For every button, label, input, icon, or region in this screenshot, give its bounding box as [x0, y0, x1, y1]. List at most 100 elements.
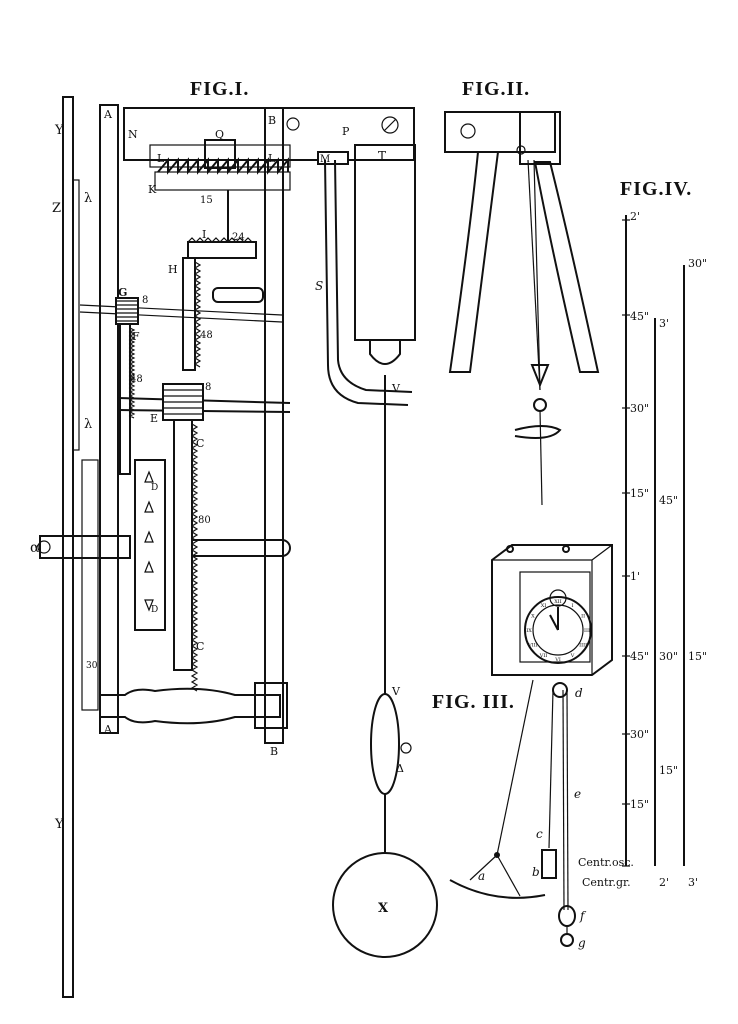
- scale3-15: 15": [688, 650, 707, 663]
- pallet-q: [204, 139, 236, 169]
- label-a-bottom: A: [103, 723, 113, 736]
- label-b-top: B: [268, 114, 276, 127]
- label-15: 15: [200, 195, 213, 206]
- foot-3ft: 3': [688, 876, 698, 889]
- suspension-clamp: [369, 339, 401, 365]
- label-e: E: [150, 412, 158, 425]
- dial-numeral: IX: [526, 628, 532, 634]
- label-24: 24: [232, 232, 245, 243]
- dial-numeral: VI: [554, 657, 561, 663]
- frame-plate-a: [99, 104, 119, 734]
- label-lambda-top: λ: [84, 191, 92, 206]
- fig3-title: FIG. III.: [432, 691, 515, 713]
- rod-clip: [514, 425, 562, 439]
- pendulum-bob-x: [332, 852, 438, 958]
- foot-2ft: 2': [659, 876, 669, 889]
- figure-1-clockwork: FIG.I.: [30, 78, 438, 998]
- dial-numeral: II: [581, 614, 585, 620]
- label-g-fig3: g: [578, 936, 586, 950]
- wheel-i: [187, 241, 257, 259]
- dial-work: [81, 459, 99, 711]
- scale1-15: 15": [630, 487, 649, 500]
- dial-numeral: XII: [554, 599, 562, 605]
- scale1-15b: 15": [630, 798, 649, 811]
- clock-dial: [524, 596, 592, 664]
- weight-g: [560, 933, 574, 947]
- label-lambda-mid: λ: [84, 417, 92, 432]
- crown-wheel-k: [154, 171, 291, 191]
- label-centr-osc: Centr.osc.: [578, 856, 634, 869]
- dial-numeral: VIII: [527, 643, 538, 649]
- scale2-45: 45": [659, 494, 678, 507]
- clock-case: [491, 544, 613, 676]
- figure-4-scales: FIG.IV. 2' 45" 30" 15" 1' 45" 30" 15" 3'…: [578, 178, 707, 889]
- crown-wheel-k-teeth: [157, 157, 289, 175]
- scale1-30b: 30": [630, 728, 649, 741]
- label-a-top: A: [103, 108, 113, 121]
- label-z: Z: [52, 201, 61, 216]
- label-d-lower: D: [151, 605, 158, 615]
- scale2-15: 15": [659, 764, 678, 777]
- label-l-right: L: [268, 152, 276, 165]
- cycloid-cheek-left: [448, 151, 500, 373]
- great-wheel-c: [173, 419, 193, 671]
- hour-hand: [549, 614, 559, 631]
- bottom-spindle: [99, 687, 281, 725]
- fig1-title: FIG.I.: [190, 78, 249, 100]
- screw-head-icon: [381, 116, 399, 134]
- label-y-top: Y: [54, 123, 64, 138]
- main-arbor: [192, 539, 291, 557]
- label-e-fig3: e: [574, 787, 581, 801]
- label-f-fig3: f: [579, 909, 587, 923]
- pulley-d: [552, 682, 568, 698]
- dial-numeral: V: [570, 653, 575, 659]
- label-8-e: 8: [205, 382, 211, 393]
- label-h: H: [168, 263, 178, 276]
- pendulum-a-rod: [496, 679, 534, 856]
- label-s: S: [315, 279, 323, 293]
- wheel-h-rack: [182, 257, 196, 371]
- fig2-title: FIG.II.: [462, 78, 530, 100]
- finial-right: [562, 545, 570, 553]
- label-g: G: [118, 286, 127, 299]
- weight-b: [541, 849, 557, 879]
- label-f: F: [132, 330, 140, 343]
- label-d-upper: D: [151, 483, 158, 493]
- label-v-lower: V: [391, 685, 401, 698]
- scale2-3ft: 3': [659, 317, 669, 330]
- pulley-f: [558, 905, 576, 927]
- block-screw-icon: [460, 123, 476, 139]
- label-centr-gr: Centr.gr.: [582, 876, 631, 889]
- cycloid-cheek-right: [533, 161, 600, 373]
- label-c: c: [536, 827, 543, 841]
- label-k: K: [148, 183, 157, 196]
- scale1-45b: 45": [630, 650, 649, 663]
- label-p: P: [342, 125, 350, 138]
- spindle-collar: [254, 682, 288, 729]
- scale3-30: 30": [688, 257, 707, 270]
- suspension-block: [444, 111, 556, 153]
- label-b-bottom: B: [270, 745, 278, 758]
- label-c-upper: C: [196, 437, 204, 450]
- sliding-weight: [370, 693, 400, 795]
- label-48-rack: 48: [200, 330, 213, 341]
- label-y-bottom: Y: [54, 817, 64, 832]
- scale1-1ft: 1': [630, 570, 640, 583]
- cock-piece: [212, 287, 264, 303]
- cord-e: [566, 689, 569, 911]
- thread-eye: [533, 398, 547, 412]
- label-c-lower: C: [196, 640, 204, 653]
- label-m: M: [320, 154, 330, 165]
- label-v-upper: V: [391, 382, 401, 395]
- cord-c: [548, 689, 554, 849]
- label-8-small: 8: [142, 295, 148, 306]
- dial-numeral: III: [584, 628, 590, 634]
- label-l-left: L: [157, 152, 165, 165]
- adjusting-screw-icon: [400, 742, 412, 754]
- dial-numeral: X: [531, 614, 535, 620]
- label-48-wheel: 48: [130, 374, 143, 385]
- crutch-s: [324, 159, 409, 406]
- label-d: d: [575, 686, 583, 700]
